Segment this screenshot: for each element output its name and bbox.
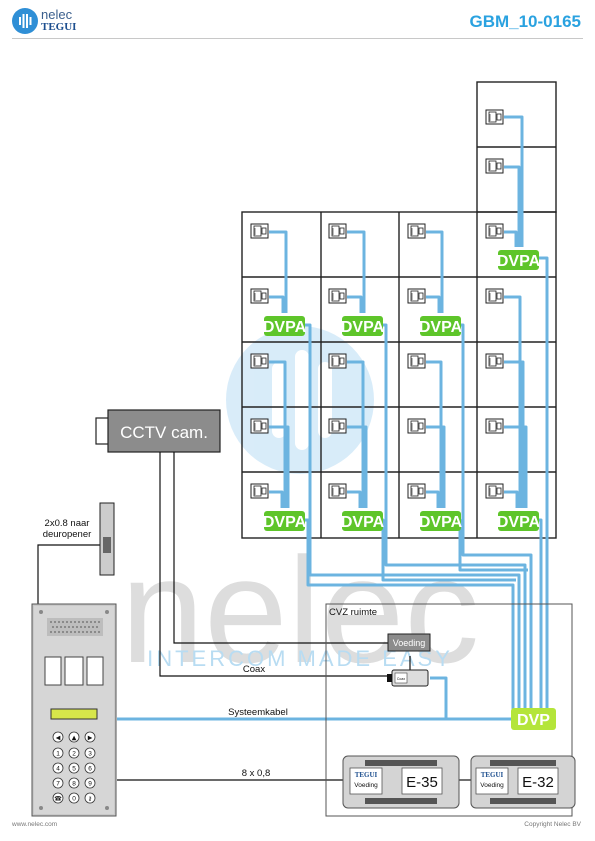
dvpa-box: DVPA [341, 316, 385, 336]
key-label: 1 [56, 751, 60, 758]
cvz-room-label: CVZ ruimte [329, 607, 377, 618]
coax-converter: Coax [387, 669, 429, 687]
dvp-module: DVP [511, 708, 556, 730]
brand-logo-icon [12, 8, 38, 34]
cable-8x08-label: 8 x 0,8 [242, 768, 271, 779]
blue-cables [117, 115, 549, 721]
power-supply-e35: TEGUI Voeding E-35 [342, 755, 460, 809]
key-label: 2 [72, 751, 76, 758]
svg-text:◀: ◀ [56, 735, 61, 742]
svg-text:DVP: DVP [517, 712, 550, 729]
svg-text:DVPA: DVPA [341, 319, 385, 336]
header-divider [12, 38, 583, 39]
svg-text:Coax: Coax [397, 677, 405, 681]
svg-text:DVPA: DVPA [419, 319, 463, 336]
coax-label: Coax [243, 664, 265, 675]
key-label: 6 [88, 766, 92, 773]
watermark-logo-icon [226, 326, 374, 474]
watermark-word: nelec [121, 526, 480, 694]
entrance-panel: ◀ ▲ ▶ 1 2 3 4 5 6 7 8 9 0 ☎ ⚷ [31, 603, 117, 817]
dvpa-box: DVPA [497, 250, 541, 270]
svg-text:DVPA: DVPA [341, 514, 385, 531]
dvpa-box: DVPA [419, 511, 463, 531]
svg-text:Voeding: Voeding [354, 782, 378, 789]
dvpa-box: DVPA [341, 511, 385, 531]
svg-text:TEGUI: TEGUI [481, 771, 504, 779]
cctv-label: CCTV cam. [120, 423, 208, 442]
door-cable-label: 2x0.8 naar [45, 518, 90, 529]
svg-text:Voeding: Voeding [480, 782, 504, 789]
svg-text:E-35: E-35 [406, 774, 438, 791]
brand-sub: TEGUI [41, 21, 77, 33]
dvpa-box: DVPA [263, 511, 307, 531]
dvpa-modules: DVPA DVPA DVPA DVPA DVPA DVPA DVPA DVPA [263, 250, 541, 531]
black-cables [37, 452, 471, 781]
svg-text:DVPA: DVPA [497, 253, 541, 270]
svg-text:E-32: E-32 [522, 774, 554, 791]
dvpa-box: DVPA [497, 511, 541, 531]
bell-key-icon: ☎ [54, 796, 62, 803]
key-icon: ⚷ [88, 796, 92, 803]
svg-text:▲: ▲ [72, 735, 77, 742]
brand-name: nelec [41, 7, 73, 22]
cctv-camera: CCTV cam. [95, 409, 221, 453]
door-cable-label-2: deuropener [43, 529, 92, 540]
key-label: 5 [72, 766, 76, 773]
svg-text:DVPA: DVPA [497, 514, 541, 531]
svg-text:▶: ▶ [88, 735, 93, 742]
svg-text:Voeding: Voeding [393, 638, 426, 648]
cvz-room [325, 603, 573, 817]
systeemkabel-label: Systeemkabel [228, 707, 288, 718]
footer-copyright: Copyright Nelec BV [524, 821, 581, 828]
key-label: 9 [88, 781, 92, 788]
svg-text:DVPA: DVPA [419, 514, 463, 531]
svg-text:DVPA: DVPA [263, 514, 307, 531]
cctv-power-supply: Voeding [387, 633, 431, 652]
svg-text:DVPA: DVPA [263, 319, 307, 336]
footer-website: www.nelec.com [12, 821, 58, 828]
svg-text:TEGUI: TEGUI [355, 771, 378, 779]
apartment-grid [241, 81, 557, 539]
key-label: 3 [88, 751, 92, 758]
key-label: 4 [56, 766, 60, 773]
dvpa-box: DVPA [419, 316, 463, 336]
document-code: GBM_10-0165 [469, 12, 581, 31]
power-supply-e32: TEGUI Voeding E-32 [470, 755, 576, 809]
dvpa-box: DVPA [263, 316, 307, 336]
key-label: 7 [56, 781, 60, 788]
door-opener [99, 502, 115, 576]
key-label: 0 [72, 796, 76, 803]
key-label: 8 [72, 781, 76, 788]
